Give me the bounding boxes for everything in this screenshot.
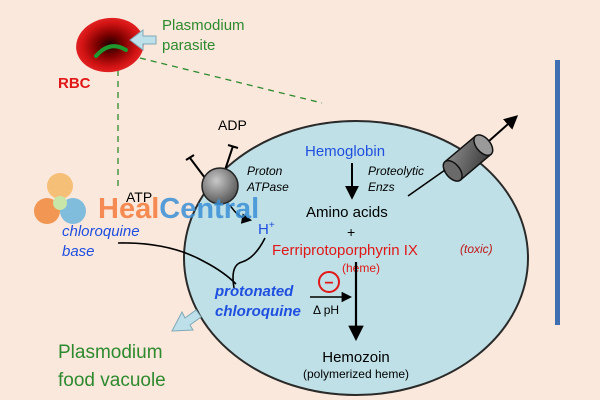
plus-sign: + bbox=[347, 224, 355, 240]
chloroquine-base-label-line2: base bbox=[62, 243, 95, 260]
atp-label: ATP bbox=[126, 189, 152, 205]
amino-acid-transporter bbox=[442, 134, 494, 182]
proton-atpase-label-line2: ATPase bbox=[246, 180, 289, 194]
heme-label: (heme) bbox=[342, 261, 380, 275]
delta-ph-label: Δ pH bbox=[313, 303, 339, 317]
polymerized-heme-label: (polymerized heme) bbox=[303, 367, 409, 381]
watermark-text-central: Central bbox=[159, 193, 259, 225]
pump-spike-left bbox=[189, 157, 206, 179]
protonation-curve bbox=[232, 237, 266, 289]
watermark-leaf-top bbox=[47, 173, 73, 199]
watermark-logo bbox=[34, 173, 86, 224]
inhibition-minus: − bbox=[324, 275, 333, 292]
h-plus-label: H+ bbox=[258, 220, 275, 238]
h-plus-superscript: + bbox=[269, 220, 275, 231]
vacuole-pointer-arrow bbox=[171, 309, 202, 332]
pump-spike-top-cap bbox=[227, 144, 239, 149]
hemozoin-label: Hemozoin bbox=[322, 349, 390, 366]
toxic-label: (toxic) bbox=[460, 242, 493, 256]
pump-spike-top bbox=[224, 145, 234, 171]
parasite-pointer-arrow bbox=[129, 28, 157, 52]
chloroquine-base-label-line1: chloroquine bbox=[62, 223, 140, 240]
chloroquine-entry-curve bbox=[117, 242, 237, 285]
proteolytic-label-line2: Enzs bbox=[368, 180, 395, 194]
inhibition-circle bbox=[318, 271, 340, 293]
pump-to-h-plus-arrow bbox=[229, 204, 253, 224]
rbc-label: RBC bbox=[58, 75, 91, 92]
right-edge-bar bbox=[555, 60, 560, 325]
protonated-label-line2: chloroquine bbox=[215, 303, 301, 320]
proteolytic-label-line1: Proteolytic bbox=[368, 164, 424, 178]
pump-spike-left-cap bbox=[185, 154, 195, 161]
amino-acids-label: Amino acids bbox=[306, 204, 388, 221]
amino-to-transporter-line bbox=[407, 169, 446, 197]
protonated-label-line1: protonated bbox=[214, 283, 294, 300]
food-vacuole-label-line1: Plasmodium bbox=[58, 342, 163, 363]
plasmodium-parasite-label-line1: Plasmodium bbox=[162, 17, 245, 34]
watermark-text: HealCentral bbox=[98, 193, 259, 225]
food-vacuole-label-line2: food vacuole bbox=[58, 370, 166, 391]
h-plus-base: H bbox=[258, 221, 269, 238]
food-vacuole bbox=[183, 120, 529, 396]
adp-label: ADP bbox=[218, 117, 247, 133]
plasmodium-parasite-label-line2: parasite bbox=[162, 37, 215, 54]
plasmodium-parasite-shape bbox=[94, 44, 128, 58]
hemoglobin-label: Hemoglobin bbox=[305, 143, 385, 160]
dashed-connector-right bbox=[139, 57, 323, 104]
watermark-text-heal: Heal bbox=[98, 193, 159, 225]
proton-atpase-pump bbox=[201, 167, 239, 205]
ferriprotoporphyrin-label: Ferriprotoporphyrin IX bbox=[272, 242, 418, 259]
watermark-leaf-center bbox=[53, 196, 67, 210]
proton-atpase-label-line1: Proton bbox=[247, 164, 283, 178]
